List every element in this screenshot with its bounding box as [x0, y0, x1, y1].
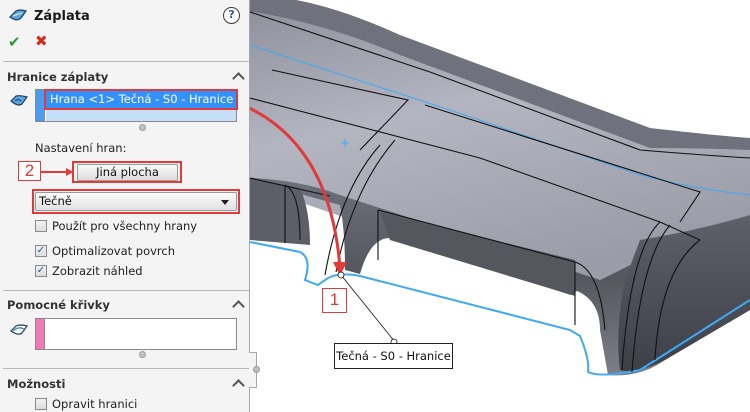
- optimize-surface-label[interactable]: Optimalizovat povrch: [52, 244, 176, 258]
- collapse-chevron-icon[interactable]: [232, 379, 245, 392]
- divider: [3, 368, 249, 369]
- dropdown-value: Tečně: [39, 194, 72, 208]
- curve-selection-icon: [10, 324, 28, 335]
- section-heading-patch-boundary[interactable]: Hranice záplaty: [7, 70, 109, 84]
- model-render: [237, 0, 750, 376]
- property-manager-panel: Záplata ? ✔ ✖ Hranice záplaty Hrana <1> …: [0, 0, 249, 412]
- edge-condition-dropdown[interactable]: Tečně: [35, 192, 237, 211]
- divider: [3, 290, 249, 291]
- step-1-marker: 1: [322, 288, 347, 313]
- step-2-arrow-head: [66, 168, 73, 176]
- optimize-surface-checkbox[interactable]: ✓: [35, 245, 47, 257]
- section-heading-options[interactable]: Možnosti: [7, 377, 66, 391]
- panel-title: Záplata: [34, 8, 90, 24]
- step-2-arrow-line: [41, 171, 69, 173]
- listbox-empty-area: [46, 108, 236, 121]
- panel-collapse-handle[interactable]: [253, 366, 260, 373]
- show-preview-label[interactable]: Zobrazit náhled: [52, 264, 143, 278]
- listbox-resize-handle[interactable]: [139, 351, 146, 358]
- section-heading-constraint-curves[interactable]: Pomocné křivky: [7, 298, 110, 312]
- listbox-resize-handle[interactable]: [139, 124, 146, 131]
- selection-color-strip: [36, 319, 45, 349]
- boundary-patch-icon: [9, 9, 27, 21]
- divider: [3, 61, 249, 62]
- highlight-frame-dropdown: [32, 189, 240, 214]
- highlight-frame-selection: [44, 89, 238, 110]
- ok-check-icon[interactable]: ✔: [8, 33, 21, 51]
- graphics-viewport[interactable]: 1 Tečná - S0 - Hranice: [237, 0, 750, 412]
- apply-to-all-edges-checkbox[interactable]: [35, 220, 47, 232]
- constraint-curves-listbox[interactable]: [35, 318, 237, 350]
- dropdown-arrow-icon[interactable]: [221, 200, 229, 205]
- help-icon[interactable]: ?: [223, 7, 240, 24]
- collapse-chevron-icon[interactable]: [232, 300, 245, 313]
- edge-callout-label: Tečná - S0 - Hranice: [334, 343, 453, 369]
- cancel-x-icon[interactable]: ✖: [35, 32, 48, 50]
- collapse-chevron-icon[interactable]: [232, 72, 245, 85]
- panel-border: [249, 0, 250, 412]
- step-2-marker: 2: [18, 161, 41, 181]
- show-preview-checkbox[interactable]: ✓: [35, 265, 47, 277]
- edge-selection-icon: [10, 95, 28, 106]
- alternate-face-button[interactable]: Jiná plocha: [77, 164, 178, 181]
- apply-to-all-edges-label[interactable]: Použít pro všechny hrany: [52, 219, 198, 233]
- fix-boundary-checkbox[interactable]: [35, 398, 47, 410]
- fix-boundary-label[interactable]: Opravit hranici: [52, 397, 138, 411]
- highlight-frame-button: [72, 161, 182, 183]
- boundary-selection-listbox[interactable]: Hrana <1> Tečná - S0 - Hranice: [35, 89, 237, 122]
- edge-settings-label: Nastavení hran:: [35, 141, 127, 155]
- panel-header: Záplata ?: [8, 6, 244, 26]
- selected-edge-item[interactable]: Hrana <1> Tečná - S0 - Hranice: [46, 90, 236, 108]
